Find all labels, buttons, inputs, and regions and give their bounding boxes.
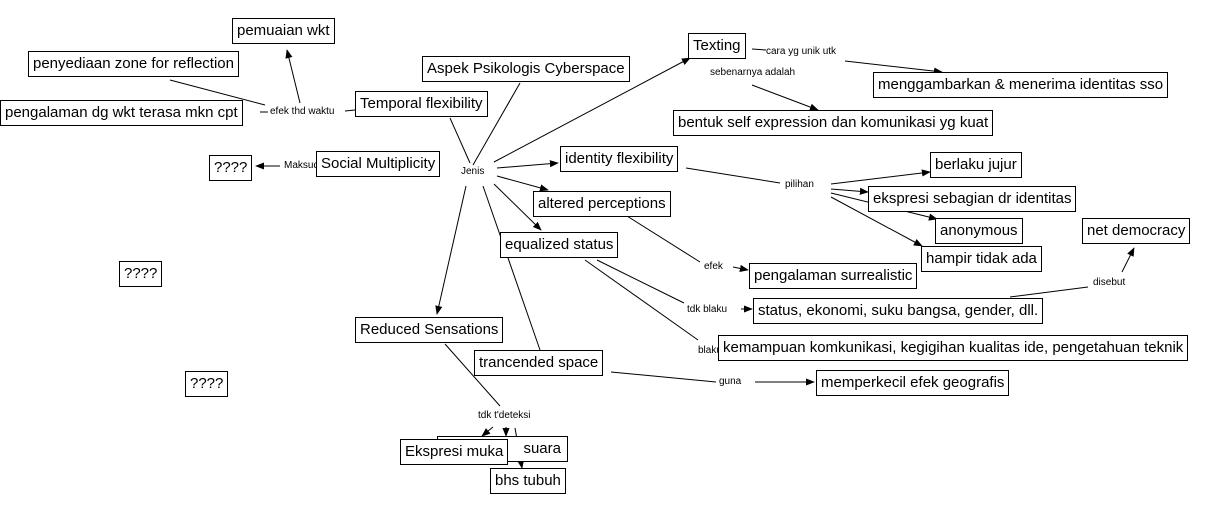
- link-label-sebenarnya: sebenarnya adalah: [710, 67, 796, 79]
- link-label-pilihan: pilihan: [785, 179, 814, 191]
- node-unknown-3[interactable]: ????: [185, 371, 229, 397]
- line-jenis-identity: [496, 160, 559, 169]
- node-trancended-space[interactable]: trancended space: [474, 350, 604, 376]
- line-jenis-trancended: [482, 185, 541, 351]
- node-status-ekonomi[interactable]: status, ekonomi, suku bangsa, gender, dl…: [753, 298, 1044, 324]
- line-trancended-guna: [610, 371, 717, 383]
- link-label-tdk-blaku: tdk blaku: [687, 304, 728, 316]
- line-jenis-altered: [496, 175, 549, 192]
- line-disebut-netdemocracy: [1121, 247, 1135, 273]
- line-jenis-equalized: [493, 183, 542, 231]
- link-label-guna: guna: [719, 376, 742, 388]
- line-efek-pemuaian: [285, 49, 301, 104]
- node-identity-flexibility[interactable]: identity flexibility: [560, 146, 679, 172]
- line-jenis-reduced: [435, 185, 467, 315]
- line-texting-cara: [751, 48, 767, 51]
- link-label-maksud: Maksud: [284, 160, 320, 172]
- node-menggambarkan[interactable]: menggambarkan & menerima identitas sso: [873, 72, 1169, 98]
- line-altered-efek: [626, 215, 701, 263]
- node-berlaku-jujur[interactable]: berlaku jujur: [930, 152, 1022, 178]
- node-anonymous[interactable]: anonymous: [935, 218, 1023, 244]
- node-penyediaan-zone[interactable]: penyediaan zone for reflection: [28, 51, 239, 77]
- line-pilihan-ekspresi: [830, 187, 869, 195]
- line-tdk-ekspresi: [481, 426, 494, 437]
- node-bhs-tubuh[interactable]: bhs tubuh: [490, 468, 566, 494]
- line-reduced-tdk: [444, 343, 501, 407]
- node-pengalaman-wkt[interactable]: pengalaman dg wkt terasa mkn cpt: [0, 100, 243, 126]
- line-status-disebut: [1009, 286, 1089, 298]
- line-equalized-blaku: [584, 259, 699, 341]
- line-efek-surrealistic: [732, 264, 749, 272]
- node-equalized-status[interactable]: equalized status: [500, 232, 619, 258]
- line-pilihan-hampir: [830, 196, 923, 247]
- node-ekspresi-muka[interactable]: Ekspresi muka: [400, 439, 509, 465]
- line-root-jenis: [472, 82, 521, 166]
- node-altered-perceptions[interactable]: altered perceptions: [533, 191, 671, 217]
- node-bentuk-self-expression[interactable]: bentuk self expression dan komunikasi yg…: [673, 110, 994, 136]
- line-sebenarnya-bentuk: [751, 84, 819, 111]
- node-pengalaman-surrealistic[interactable]: pengalaman surrealistic: [749, 263, 918, 289]
- node-temporal-flexibility[interactable]: Temporal flexibility: [355, 91, 488, 117]
- line-equalized-tdkblaku: [596, 259, 685, 304]
- node-social-multiplicity[interactable]: Social Multiplicity: [316, 151, 441, 177]
- node-unknown-2[interactable]: ????: [119, 261, 163, 287]
- node-reduced-sensations[interactable]: Reduced Sensations: [355, 317, 504, 343]
- link-label-efek: efek: [704, 261, 723, 273]
- node-aspek-psikologis-cyberspace[interactable]: Aspek Psikologis Cyberspace: [422, 56, 630, 82]
- line-pilihan-berlaku: [830, 169, 931, 185]
- node-texting[interactable]: Texting: [688, 33, 746, 59]
- link-label-cara: cara yg unik utk: [766, 46, 837, 58]
- link-label-disebut: disebut: [1093, 277, 1126, 289]
- node-pemuaian-wkt[interactable]: pemuaian wkt: [232, 18, 335, 44]
- line-jenis-texting: [493, 57, 691, 163]
- line-efek-penyediaan: [169, 79, 266, 106]
- node-hampir-tidak-ada[interactable]: hampir tidak ada: [921, 246, 1042, 272]
- link-label-blaku: blaku: [698, 345, 722, 357]
- node-memperkecil-efek-geografis[interactable]: memperkecil efek geografis: [816, 370, 1010, 396]
- link-label-jenis: Jenis: [461, 166, 485, 178]
- line-temporal-efek: [344, 109, 356, 112]
- link-label-efek-thd-waktu: efek thd waktu: [270, 106, 335, 118]
- line-temporal-jenis: [449, 117, 471, 164]
- line-identity-pilihan: [685, 167, 781, 184]
- node-kemampuan-komunikasi[interactable]: kemampuan komkunikasi, kegigihan kualita…: [718, 335, 1189, 361]
- node-unknown-1[interactable]: ????: [209, 155, 253, 181]
- node-net-democracy[interactable]: net democracy: [1082, 218, 1191, 244]
- line-cara-menggambarkan: [844, 60, 943, 75]
- link-label-tdk-terdeteksi: tdk t'deteksi: [478, 410, 531, 422]
- node-ekspresi-sebagian[interactable]: ekspresi sebagian dr identitas: [868, 186, 1077, 212]
